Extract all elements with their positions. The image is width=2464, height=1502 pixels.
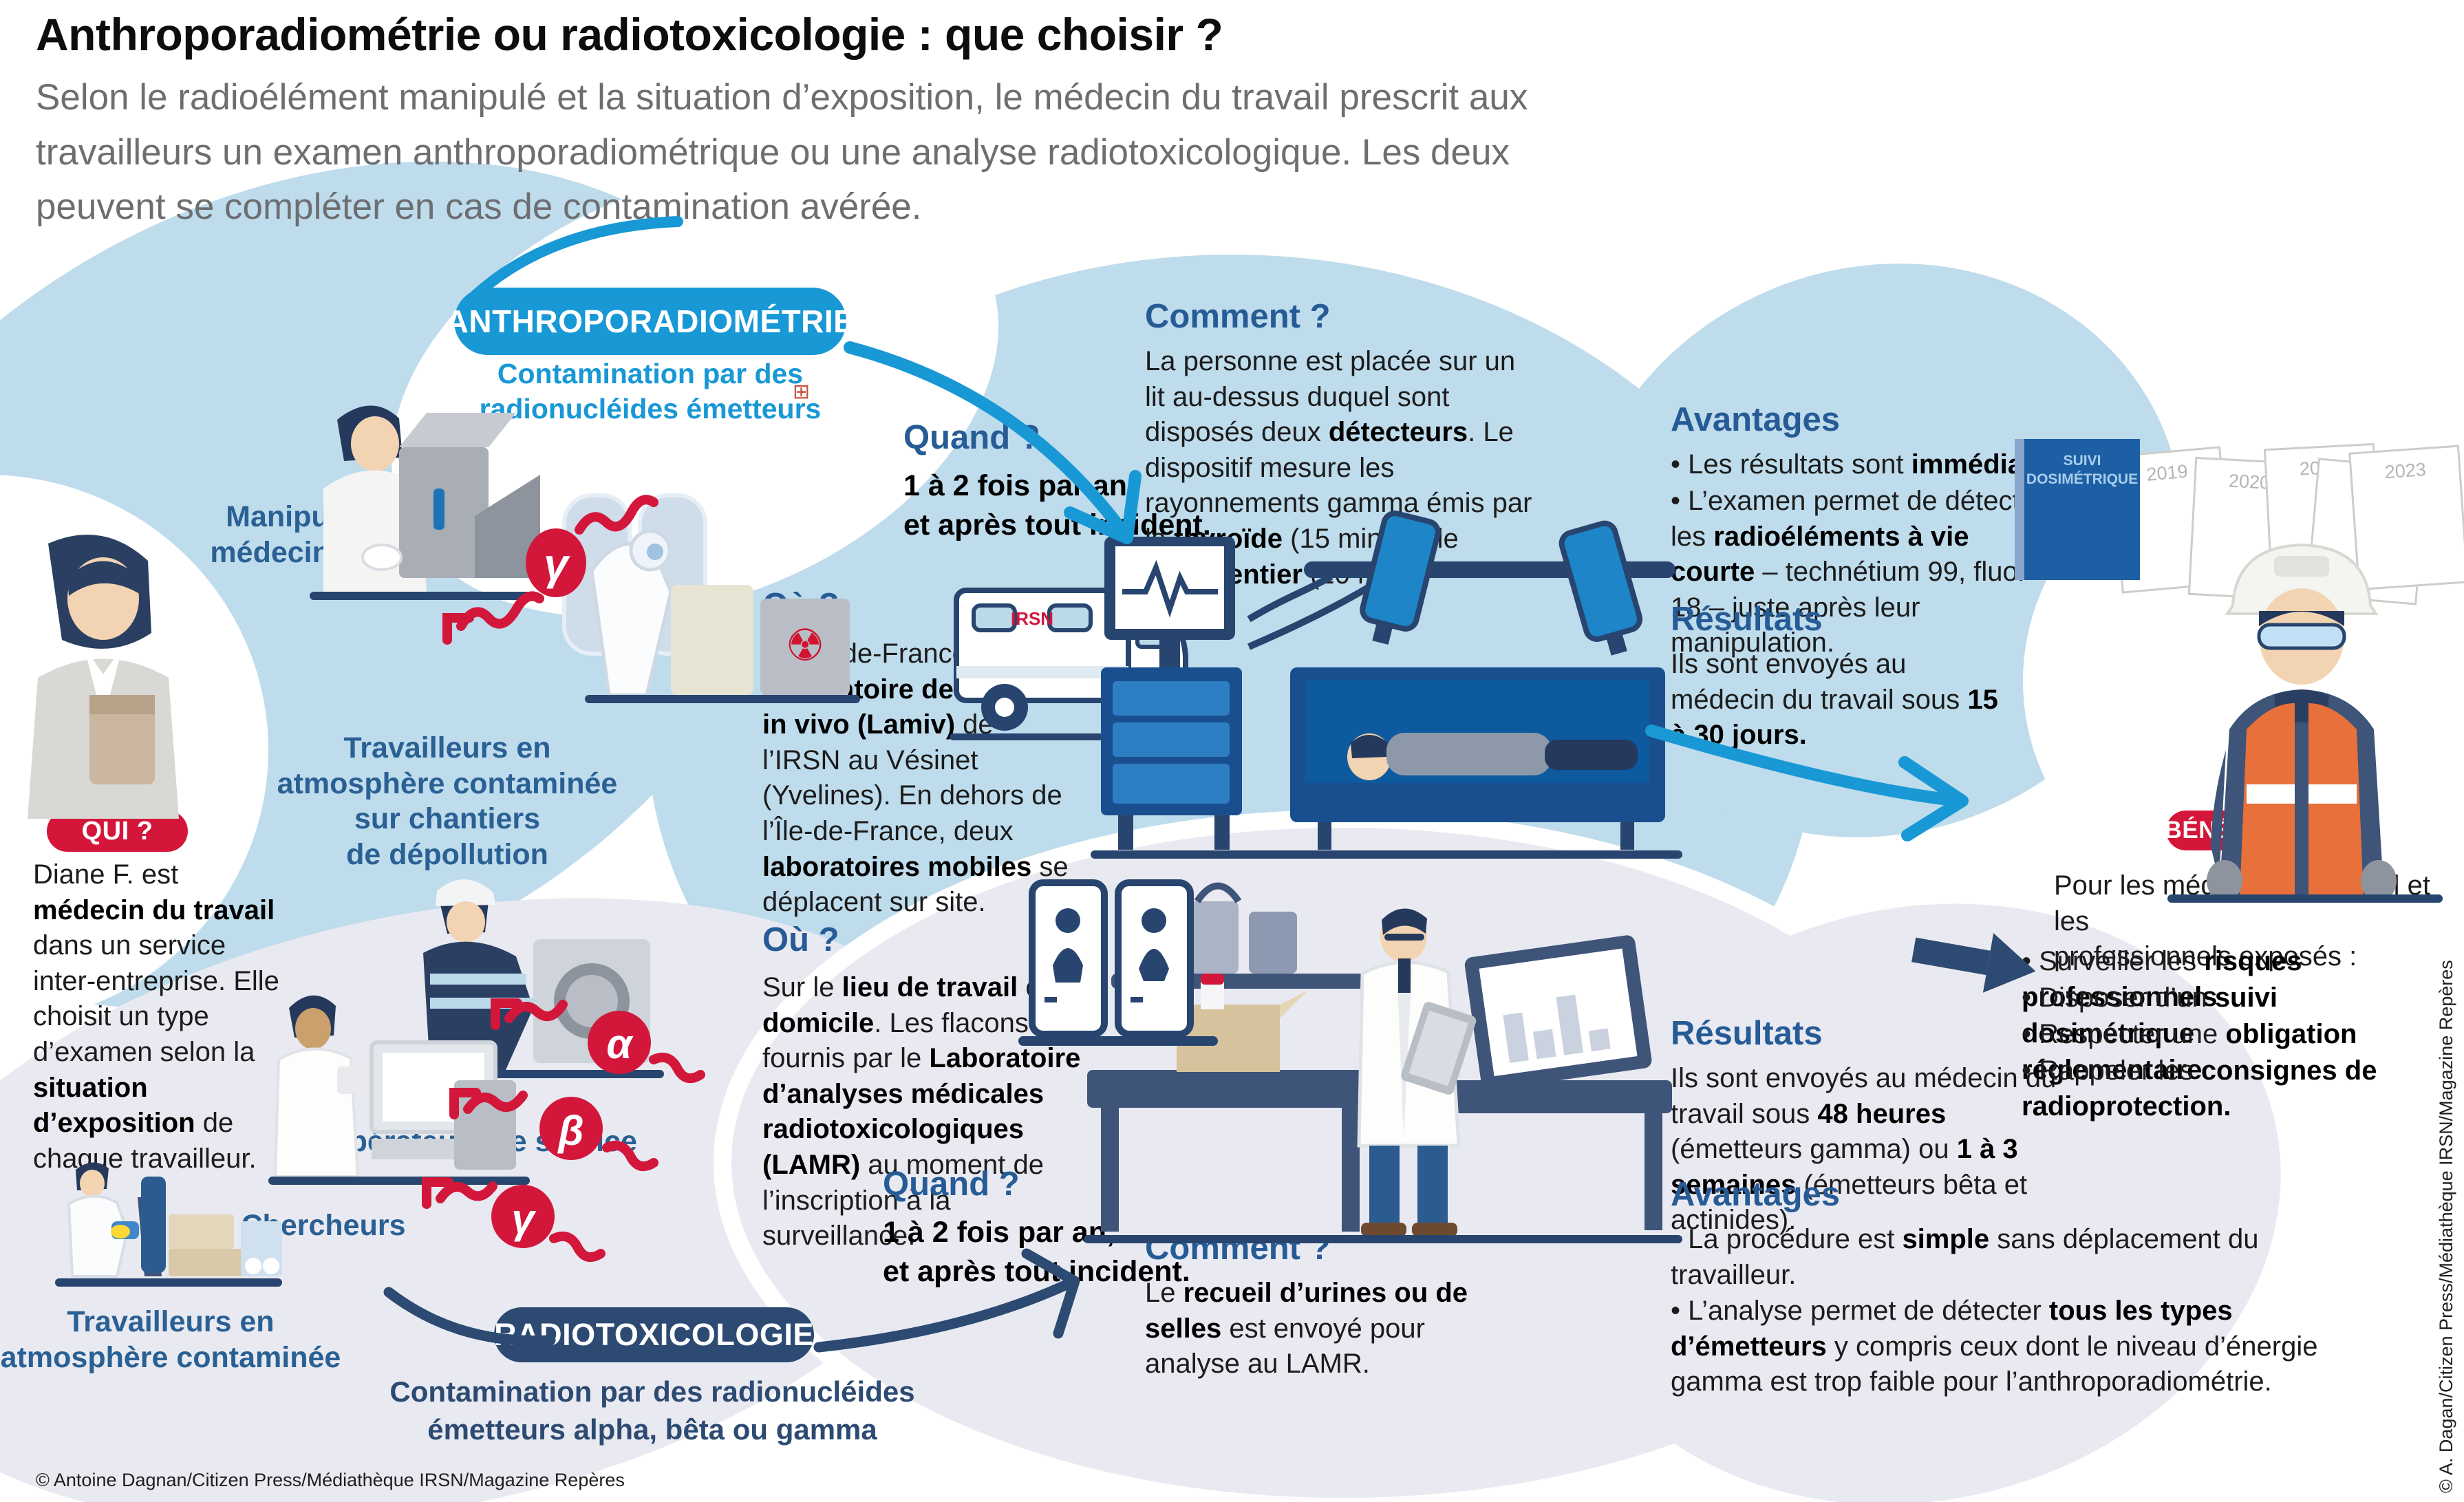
dosimetry-book-label: SUIVI DOSIMÉTRIQUE: [2026, 453, 2139, 488]
doctor-diane-illustration: [28, 535, 179, 819]
avantages-bottom-bullet-2: • L’analyse permet de détecter tous les …: [1671, 1296, 2318, 1397]
avantages-top-heading: Avantages: [1671, 401, 1841, 438]
exam-bed-scene-illustration: [1091, 511, 1682, 859]
avantages-bottom-heading: Avantages: [1671, 1176, 1841, 1213]
credit-bottom: © Antoine Dagnan/Citizen Press/Médiathèq…: [36, 1470, 625, 1490]
svg-text:γ: γ: [511, 1196, 537, 1242]
benefices-bullet-2: • Disposer d’un suivi dosimétrique: [2022, 983, 2278, 1049]
quand-top-heading: Quand ?: [903, 419, 1040, 456]
warehouse-worker-illustration: [55, 1162, 282, 1287]
resultats-bottom-text: Ils sont envoyés au médecin du travail s…: [1671, 1063, 2057, 1236]
qui-pill-label: QUI ?: [81, 816, 153, 846]
page-title: Anthroporadiométrie ou radiotoxicologie …: [36, 9, 1223, 60]
dosimetry-book: SUIVI DOSIMÉTRIQUE: [2015, 439, 2140, 580]
radiotoxicologie-pill-label: RADIOTOXICOLOGIE: [494, 1317, 814, 1352]
avantages-top-bullet-2: • L’examen permet de détecter les radioé…: [1671, 486, 2045, 658]
alpha-beta-gamma-icon: α β γ: [422, 998, 705, 1263]
comment-bottom-text: Le recueil d’urines ou de selles est env…: [1145, 1278, 1468, 1380]
resultats-top-text: Ils sont envoyés au médecin du travail s…: [1671, 649, 1998, 751]
manipulator-illustration: [310, 405, 540, 600]
label-depollution: Travailleurs en atmosphère contaminée su…: [277, 731, 618, 871]
avantages-bottom-bullet-1: • La procédure est simple sans déplaceme…: [1671, 1224, 2259, 1290]
footnote-marker-icon: ⊞: [793, 380, 811, 403]
label-atmosphere: Travailleurs en atmosphère contaminée: [0, 1305, 341, 1374]
collection-doors-icon: [1018, 879, 1218, 1046]
van-irsn-logo: IRSN: [1011, 608, 1053, 629]
depollution-worker-illustration: ☢: [562, 493, 860, 703]
resultats-top-heading: Résultats: [1671, 601, 1823, 638]
resultats-bottom-heading: Résultats: [1671, 1015, 1823, 1052]
anthropo-contamination-caption: Contamination par des radionucléides éme…: [479, 358, 822, 425]
protected-worker-illustration: [2207, 543, 2397, 898]
benefices-bullet-3: • Respecter une obligation réglementaire: [2022, 1019, 2357, 1085]
comment-top-heading: Comment ?: [1145, 298, 1331, 335]
gamma-wave-icon: γ: [442, 495, 658, 645]
ou-bottom-heading: Où ?: [762, 921, 839, 958]
quand-bottom-heading: Quand ?: [883, 1166, 1020, 1203]
radio-contamination-caption: Contamination par des radionucléides éme…: [389, 1375, 915, 1446]
intro-text: Selon le radioélément manipulé et la sit…: [36, 77, 1528, 227]
avantages-top-bullet-1: • Les résultats sont immédiats.: [1671, 449, 2055, 480]
qui-text: Diane F. est médecin du travail dans un …: [33, 859, 279, 1174]
year-sheet-label: 2023: [2383, 459, 2427, 483]
svg-text:α: α: [606, 1021, 634, 1067]
radiotox-lab-scene-illustration: [1084, 882, 1682, 1243]
credit-side: © A. Dagan/Citizen Press/Médiathèque IRS…: [2436, 960, 2456, 1493]
anthroporadiometrie-pill: ANTHROPORADIOMÉTRIE: [446, 288, 855, 355]
svg-text:☢: ☢: [785, 621, 824, 670]
worker-ground-line: [2167, 894, 2443, 903]
anthroporadiometrie-pill-label: ANTHROPORADIOMÉTRIE: [445, 303, 855, 339]
svg-text:γ: γ: [544, 539, 570, 589]
svg-text:β: β: [557, 1108, 583, 1154]
radiotoxicologie-pill: RADIOTOXICOLOGIE: [494, 1307, 814, 1362]
benefices-bullet-1: • Surveiller les risques professionnels: [2022, 946, 2302, 1012]
benefices-bullet-4: • Rappeler les consignes de radioprotect…: [2022, 1055, 2377, 1122]
